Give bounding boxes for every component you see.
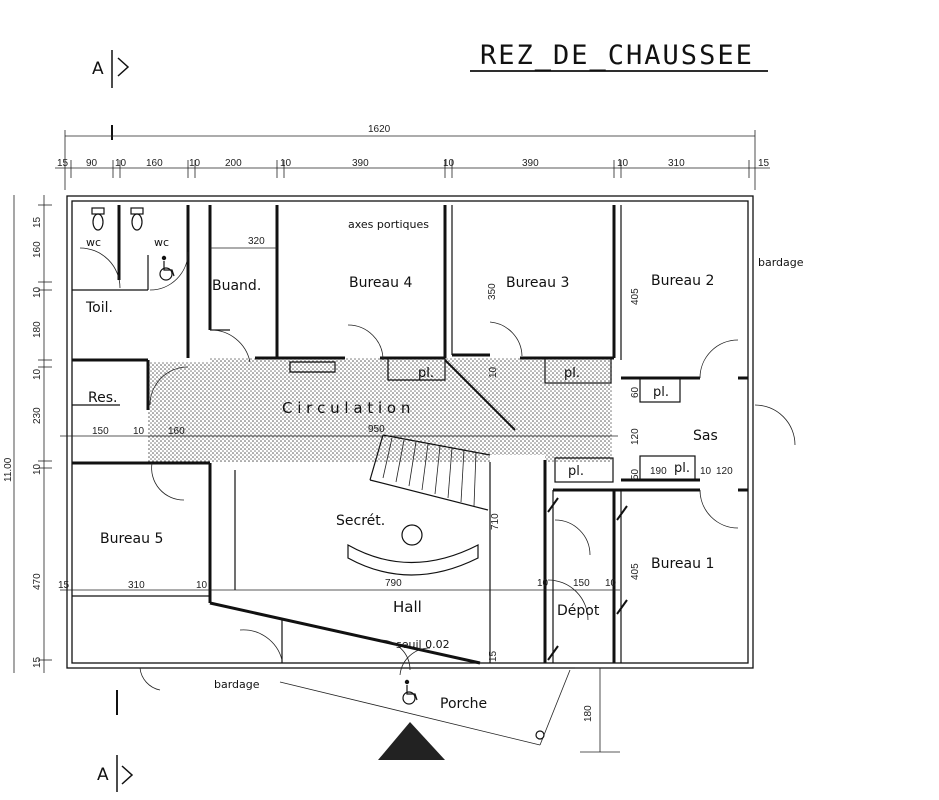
toilet-icon xyxy=(91,207,105,231)
svg-text:160: 160 xyxy=(146,158,163,169)
svg-text:320: 320 xyxy=(248,236,265,247)
svg-text:10: 10 xyxy=(196,580,208,591)
svg-text:160: 160 xyxy=(168,426,185,437)
svg-text:10: 10 xyxy=(280,158,292,169)
porch-lines xyxy=(279,667,620,753)
svg-text:310: 310 xyxy=(668,158,685,169)
room-bureau-2: Bureau 2 xyxy=(651,273,714,289)
door-swings xyxy=(79,247,796,691)
hatch-marks xyxy=(547,497,628,661)
svg-text:10: 10 xyxy=(32,286,43,298)
svg-text:390: 390 xyxy=(522,158,539,169)
svg-text:10: 10 xyxy=(617,158,629,169)
note-axes-portiques: axes portiques xyxy=(348,218,429,231)
reception-desk xyxy=(347,524,479,576)
room-wc-1: wc xyxy=(86,236,101,249)
room-depot: Dépot xyxy=(557,603,600,619)
room-bureau-4: Bureau 4 xyxy=(349,275,412,291)
svg-text:10: 10 xyxy=(115,158,127,169)
interior-dimensions: 320 350 405 60 120 50 190 10 120 405 150… xyxy=(58,236,733,722)
wheelchair-icon xyxy=(159,255,175,281)
room-secretariat: Secrét. xyxy=(336,513,385,529)
svg-text:150: 150 xyxy=(92,426,109,437)
note-bardage-right: bardage xyxy=(758,256,804,269)
svg-text:10: 10 xyxy=(700,466,712,477)
svg-text:15: 15 xyxy=(758,158,770,169)
svg-text:190: 190 xyxy=(650,466,667,477)
plan-notes: axes portiques bardage bardage seuil 0.0… xyxy=(214,218,804,691)
svg-text:405: 405 xyxy=(630,288,641,305)
svg-text:180: 180 xyxy=(583,705,594,722)
svg-text:A: A xyxy=(92,59,104,79)
svg-text:790: 790 xyxy=(385,578,402,589)
svg-text:405: 405 xyxy=(630,563,641,580)
section-marker-bottom: A xyxy=(97,690,134,792)
placard-label: pl. xyxy=(653,385,669,400)
plan-title: REZ_DE_CHAUSSEE xyxy=(480,40,754,71)
room-reserve: Res. xyxy=(88,390,117,406)
interior-walls xyxy=(72,205,748,665)
placard-label: pl. xyxy=(568,464,584,479)
room-buanderie: Buand. xyxy=(212,278,261,294)
room-labels: wc wc Buand. Bureau 4 Bureau 3 Bureau 2 … xyxy=(85,236,718,712)
svg-text:15: 15 xyxy=(32,216,43,228)
placard-label: pl. xyxy=(674,461,690,476)
room-wc-2: wc xyxy=(154,236,169,249)
room-circulation: C i r c u l a t i o n xyxy=(282,399,410,417)
svg-text:120: 120 xyxy=(716,466,733,477)
svg-text:15: 15 xyxy=(57,158,69,169)
svg-text:120: 120 xyxy=(630,428,641,445)
svg-text:10: 10 xyxy=(32,463,43,475)
svg-text:50: 50 xyxy=(630,468,641,480)
svg-text:10: 10 xyxy=(537,578,549,589)
svg-text:15: 15 xyxy=(58,580,70,591)
svg-text:710: 710 xyxy=(490,513,501,530)
svg-text:11.00: 11.00 xyxy=(3,457,14,482)
svg-text:10: 10 xyxy=(488,366,499,378)
svg-text:390: 390 xyxy=(352,158,369,169)
svg-text:10: 10 xyxy=(189,158,201,169)
svg-text:200: 200 xyxy=(225,158,242,169)
svg-text:A: A xyxy=(97,765,109,785)
placard-label: pl. xyxy=(418,366,434,381)
svg-text:1620: 1620 xyxy=(368,124,391,135)
svg-text:180: 180 xyxy=(32,321,43,338)
room-bureau-5: Bureau 5 xyxy=(100,531,163,547)
room-bureau-3: Bureau 3 xyxy=(506,275,569,291)
section-marker-top: A xyxy=(92,50,130,140)
wheelchair-icon xyxy=(402,679,418,705)
room-hall: Hall xyxy=(393,598,422,616)
svg-text:15: 15 xyxy=(488,650,499,662)
toilet-icon xyxy=(130,207,144,231)
svg-text:10: 10 xyxy=(133,426,145,437)
svg-text:15: 15 xyxy=(32,656,43,668)
svg-text:950: 950 xyxy=(368,424,385,435)
room-sas: Sas xyxy=(693,428,718,444)
room-toilettes: Toil. xyxy=(85,300,113,316)
svg-text:350: 350 xyxy=(487,283,498,300)
svg-text:10: 10 xyxy=(32,368,43,380)
placard-label: pl. xyxy=(564,366,580,381)
svg-text:150: 150 xyxy=(573,578,590,589)
dimension-left-chain: 15 160 10 180 10 230 10 470 15 11.00 xyxy=(3,195,52,673)
svg-text:90: 90 xyxy=(86,158,98,169)
dimension-overall-width: 1620 xyxy=(64,124,756,190)
dimension-top-chain: 15 90 10 160 10 200 10 390 10 390 10 310… xyxy=(55,158,770,178)
svg-text:10: 10 xyxy=(605,578,617,589)
svg-text:60: 60 xyxy=(630,386,641,398)
note-seuil: seuil 0.02 xyxy=(396,638,450,651)
svg-text:160: 160 xyxy=(32,241,43,258)
entry-arrow-icon xyxy=(378,722,445,760)
svg-text:470: 470 xyxy=(32,573,43,590)
svg-text:10: 10 xyxy=(443,158,455,169)
note-bardage-bottom: bardage xyxy=(214,678,260,691)
svg-text:230: 230 xyxy=(32,407,43,424)
room-bureau-1: Bureau 1 xyxy=(651,556,714,572)
svg-text:310: 310 xyxy=(128,580,145,591)
staircase xyxy=(369,359,516,511)
room-porche: Porche xyxy=(440,696,487,712)
